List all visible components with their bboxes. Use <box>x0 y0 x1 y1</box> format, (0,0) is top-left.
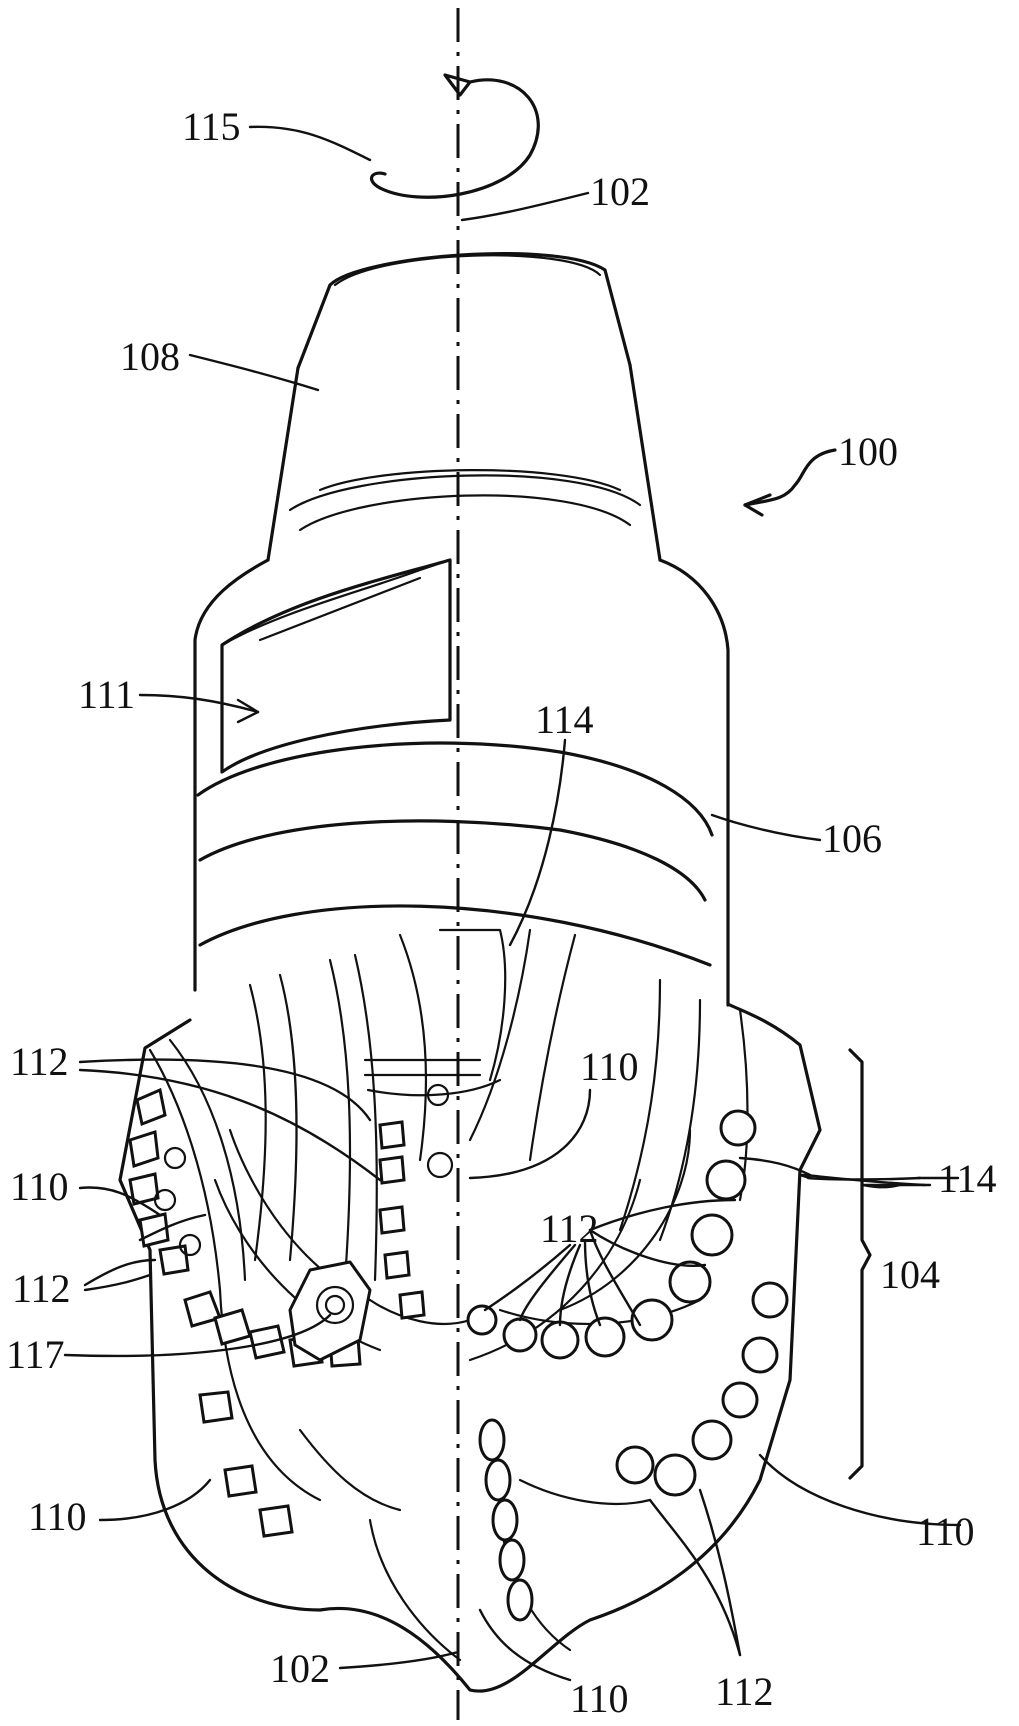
rotation-arrow-icon <box>369 73 540 199</box>
leader-lines <box>63 125 962 1682</box>
label-110-bottom-left: 110 <box>28 1494 87 1539</box>
label-102-top: 102 <box>590 169 650 214</box>
label-110-bottom-right: 110 <box>916 1509 975 1554</box>
label-111: 111 <box>78 672 135 717</box>
label-117: 117 <box>6 1332 65 1377</box>
label-102-bottom: 102 <box>270 1646 330 1691</box>
shank <box>266 252 662 562</box>
label-114-top: 114 <box>535 697 594 742</box>
label-108: 108 <box>120 334 180 379</box>
label-115: 115 <box>182 104 241 149</box>
label-112-bottom: 112 <box>715 1669 774 1714</box>
breaker-slot <box>220 558 452 774</box>
bit-body <box>193 558 730 1007</box>
label-112-center: 112 <box>540 1206 599 1251</box>
label-114-right: 114 <box>938 1156 997 1201</box>
nozzle-port <box>288 1260 372 1362</box>
label-110-bottom: 110 <box>570 1676 629 1721</box>
label-100: 100 <box>838 429 898 474</box>
label-104: 104 <box>880 1252 940 1297</box>
label-112-left-lower: 112 <box>12 1266 71 1311</box>
label-112-left-upper: 112 <box>10 1039 69 1084</box>
assembly-arrow-icon <box>743 448 837 517</box>
crown-bracket <box>848 1048 872 1480</box>
label-110-center: 110 <box>580 1044 639 1089</box>
reference-labels: 115 102 108 100 111 114 106 112 110 110 … <box>6 104 997 1721</box>
label-106: 106 <box>822 816 882 861</box>
cutters <box>128 1087 789 1622</box>
nozzles <box>153 1083 454 1257</box>
label-110-left: 110 <box>10 1164 69 1209</box>
